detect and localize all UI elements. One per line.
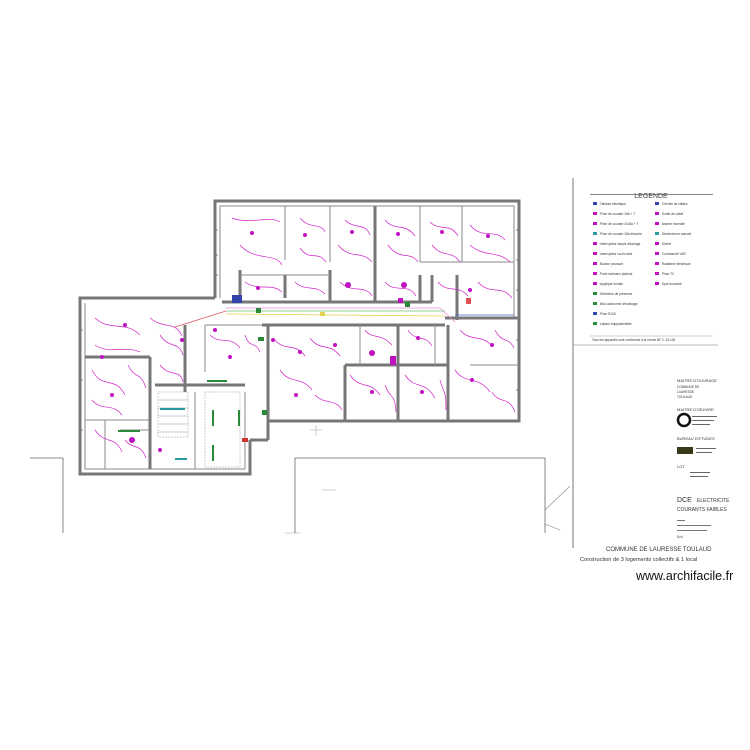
- legend-left-entry: Point lumineux plafond: [600, 272, 632, 276]
- stair-area: [157, 391, 241, 468]
- legend-left-symbol-icon: [593, 232, 597, 235]
- legend-left-entry: Tableau électrique: [600, 202, 626, 206]
- interior-walls: [85, 206, 519, 469]
- lot-line-1: ELECTRICITE: [697, 498, 730, 504]
- legend-right-entry: Radiateur électrique: [662, 262, 691, 266]
- lot-title: DCE: [677, 497, 692, 504]
- legend-left-symbol-icon: [593, 292, 597, 295]
- electrical-wiring: [91, 217, 516, 459]
- legend-right-entry: Déclencheur manuel: [662, 232, 692, 236]
- legend-right-symbol-icon: [655, 222, 659, 225]
- title-block: MAITRE D'OUVRAGE COMMUNE DE LAURESSE TOU…: [676, 378, 730, 539]
- legend-left-symbol-icon: [593, 252, 597, 255]
- legend-left-entry: Détecteur de présence: [600, 292, 632, 296]
- legend-right-entry: Commande VMC: [662, 252, 687, 256]
- legend-right-symbol-icon: [655, 262, 659, 265]
- corridor-cable-routes: [174, 307, 514, 328]
- owner-line-3: TOULAUD: [677, 395, 693, 399]
- lot-line-2: COURANTS FAIBLES: [677, 507, 727, 513]
- legend-right-entry: Prise TV: [662, 272, 675, 276]
- legend-left-entry: Applique murale: [600, 282, 623, 286]
- architect-head: MAITRE D'OEUVRE: [677, 407, 714, 412]
- legend-right-symbol-icon: [655, 242, 659, 245]
- archifacile-watermark: www.archifacile.fr: [636, 569, 734, 583]
- sheet-borders: [30, 178, 718, 548]
- legend-left-entry: Prise de courant 16A + T: [600, 212, 635, 216]
- legend-left-symbol-icon: [593, 242, 597, 245]
- legend-left-entry: Interrupteur simple allumage: [600, 242, 641, 246]
- light-points: [100, 230, 494, 452]
- legend-left-symbol-icon: [593, 202, 597, 205]
- legend-left-entry: Prise de courant 16A étanche: [600, 232, 642, 236]
- legend-left-symbol-icon: [593, 302, 597, 305]
- project-line-1: COMMUNE DE LAURESSE TOULAUD: [606, 547, 712, 553]
- legend-right-entry: Sortie de câble: [662, 212, 683, 216]
- legend-right-symbol-icon: [655, 232, 659, 235]
- owner-head: MAITRE D'OUVRAGE: [677, 378, 717, 383]
- legend-right-entry: Spot encastré: [662, 282, 682, 286]
- legend-left-entry: Bloc autonome d'éclairage: [600, 302, 638, 306]
- legend-right-entry: Alarme incendie: [662, 222, 685, 226]
- engineering-logo: [677, 447, 693, 454]
- legend-left-symbol-icon: [593, 262, 597, 265]
- lot-head: LOT: [677, 464, 685, 469]
- legend-title: LEGENDE: [634, 193, 668, 200]
- legend-left-entry: Interrupteur va-et-vient: [600, 252, 632, 256]
- legend-left-symbol-icon: [593, 282, 597, 285]
- equipment: [118, 295, 471, 461]
- legend-left-symbol-icon: [593, 322, 597, 325]
- legend-right-symbol-icon: [655, 272, 659, 275]
- dimension-marks: [285, 425, 336, 534]
- legend-left-entry: Bouton poussoir: [600, 262, 624, 266]
- legend-right-entry: Chemin de câbles: [662, 202, 688, 206]
- legend-right-symbol-icon: [655, 252, 659, 255]
- owner-line-2: LAURESSE: [677, 390, 694, 394]
- owner-line-1: COMMUNE DE: [677, 385, 699, 389]
- legend-right-symbol-icon: [655, 202, 659, 205]
- legend-left-symbol-icon: [593, 222, 597, 225]
- scale-label: Ech.: [677, 535, 683, 539]
- legend-right-symbol-icon: [655, 282, 659, 285]
- legend-footnote: Tous les appareils sont conformes à la n…: [592, 338, 675, 342]
- legend-right-symbol-icon: [655, 212, 659, 215]
- legend-left-symbol-icon: [593, 272, 597, 275]
- architect-logo-ring: [676, 412, 692, 428]
- legend-left-entry: Prise RJ45: [600, 312, 616, 316]
- exterior-walls: [78, 199, 521, 476]
- legend-right-entry: Sirène: [662, 242, 671, 246]
- legend-left-entry: Prise de courant 2x16A + T: [600, 222, 639, 226]
- engineering-head: BUREAU D'ETUDES: [677, 436, 715, 441]
- legend-left-entry: Liaison équipotentielle: [600, 322, 632, 326]
- legend-left-symbol-icon: [593, 212, 597, 215]
- legend-left-symbol-icon: [593, 312, 597, 315]
- wall-hatching: [81, 229, 518, 431]
- project-line-2: Construction de 3 logements collectifs &…: [580, 557, 697, 563]
